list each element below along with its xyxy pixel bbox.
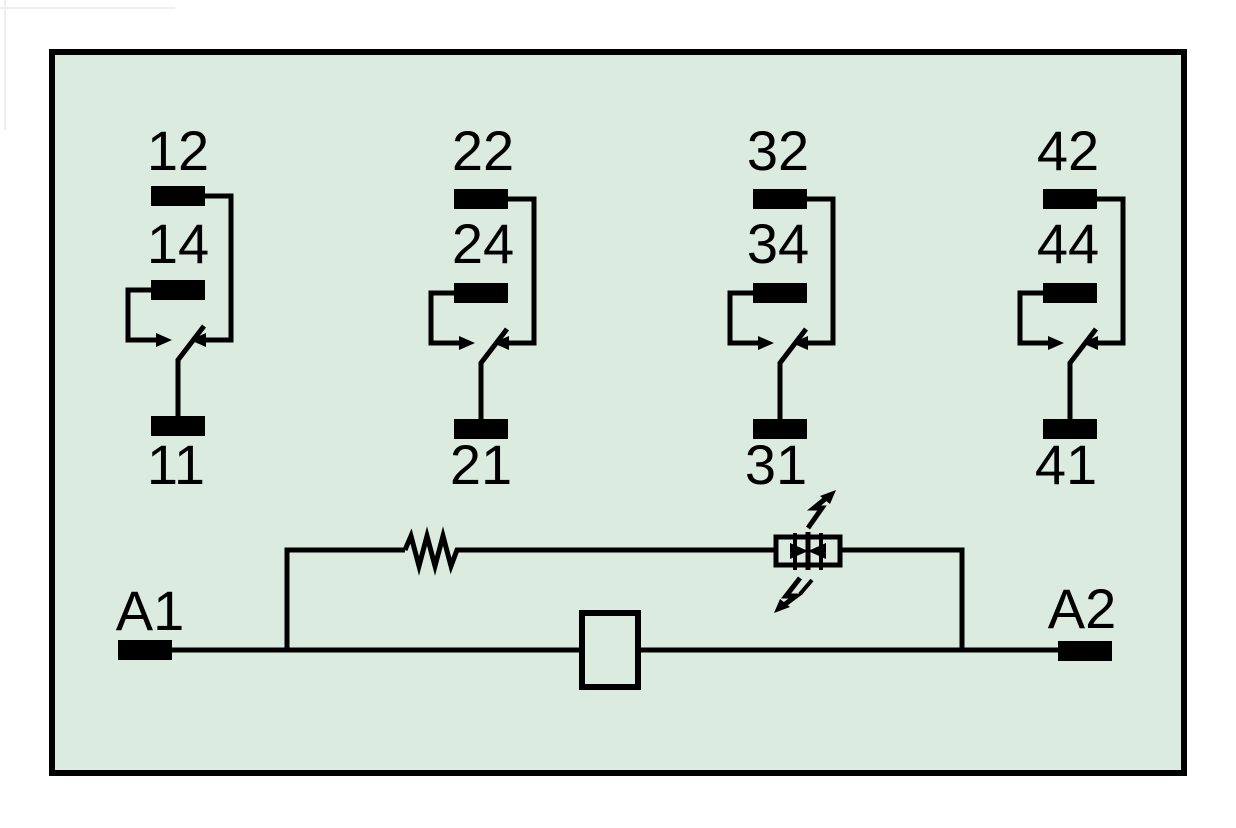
contact-1-common-label: 11 <box>147 433 205 496</box>
coil-circuit <box>170 547 1060 653</box>
contact-3-no-label: 34 <box>747 212 809 275</box>
a2-terminal <box>1058 641 1112 661</box>
contact-4-nc-label: 42 <box>1037 119 1099 182</box>
contact-2-no-label: 24 <box>452 212 514 275</box>
contact-4-common-label: 41 <box>1035 433 1097 496</box>
a1-terminal <box>118 640 172 660</box>
led-icon <box>773 490 843 613</box>
resistor-icon <box>402 526 460 576</box>
contact-2-nc-label: 22 <box>452 119 514 182</box>
contact-1-no-label: 14 <box>147 212 209 275</box>
a1-label: A1 <box>116 579 185 642</box>
contact-2-common-label: 21 <box>450 433 512 496</box>
relay-coil-icon <box>579 610 641 690</box>
watermark <box>0 0 175 130</box>
contact-1-nc-label: 12 <box>147 119 209 182</box>
contact-3-nc-label: 32 <box>747 119 809 182</box>
contact-4-no-label: 44 <box>1037 212 1099 275</box>
contact-3-common-label: 31 <box>745 433 807 496</box>
a2-label: A2 <box>1048 577 1117 640</box>
